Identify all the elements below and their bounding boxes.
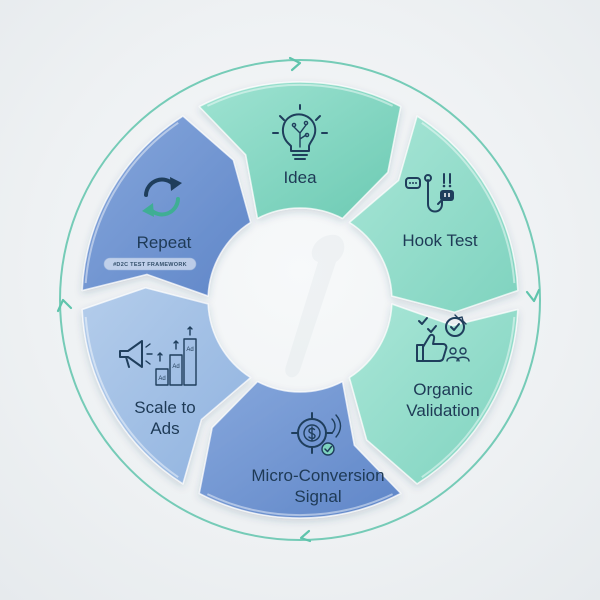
segment-hook-test xyxy=(348,115,519,313)
segment-micro-conversion-signal xyxy=(198,380,402,519)
cycle-arrow-left-icon xyxy=(56,298,73,313)
fishing-hook-chat-icon xyxy=(405,173,454,213)
segment-scale-to-ads xyxy=(81,287,252,485)
segment-label-line: Organic xyxy=(413,380,473,399)
megaphone-ads-icon: Ad Ad Ad xyxy=(119,326,197,386)
segment-label-scale-to-ads: Scale to Ads xyxy=(134,398,195,438)
segment-sheen xyxy=(206,83,394,107)
ad-label: Ad xyxy=(172,364,179,370)
segment-label-line: Ads xyxy=(150,419,179,438)
ad-label: Ad xyxy=(158,376,165,382)
segment-label-line: Validation xyxy=(406,401,479,420)
segment-label-line: Idea xyxy=(283,168,317,187)
segment-sheen xyxy=(206,493,394,517)
segment-label-line: Signal xyxy=(294,487,341,506)
segment-icons: Ad Ad Ad xyxy=(119,104,470,456)
segment-sheen xyxy=(84,316,179,479)
segment-label-line: Scale to xyxy=(134,398,195,417)
segment-label-idea: Idea xyxy=(283,168,317,187)
segment-label-line: Repeat xyxy=(137,233,192,252)
cycle-arrow-bottom-icon xyxy=(299,529,312,543)
cycle-arrow-right-icon xyxy=(525,288,541,303)
ad-label: Ad xyxy=(186,347,193,353)
center-watermark xyxy=(285,234,345,378)
segment-sheen xyxy=(421,121,516,284)
segment-label-line: Hook Test xyxy=(402,231,478,250)
outer-cycle-ring xyxy=(56,56,541,543)
segment-label-hook-test: Hook Test xyxy=(402,231,478,250)
framework-badge: #D2C TEST FRAMEWORK xyxy=(103,257,197,271)
thumbs-up-badge-icon xyxy=(416,314,470,362)
segment-repeat xyxy=(81,115,252,297)
cycle-arrow-top-icon xyxy=(288,56,302,72)
framework-badge-text: #D2C TEST FRAMEWORK xyxy=(113,262,187,268)
segment-label-line: Micro-Conversion xyxy=(251,466,384,485)
segment-organic-validation xyxy=(348,303,519,485)
dollar-target-icon xyxy=(291,412,342,456)
segment-label-repeat: Repeat xyxy=(137,233,192,252)
segment-sheen xyxy=(84,121,179,284)
segment-sheen xyxy=(421,316,516,479)
refresh-cycle-icon xyxy=(142,177,182,217)
segments xyxy=(81,81,519,519)
lightbulb-circuit-icon xyxy=(272,104,328,160)
